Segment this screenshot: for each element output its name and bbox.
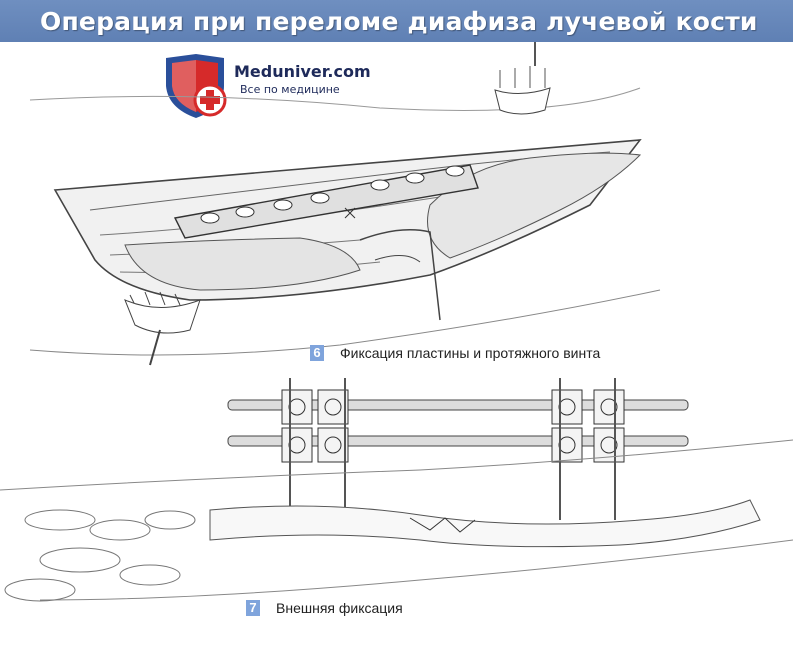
figure-7-caption: 7 Внешняя фиксация	[246, 600, 403, 616]
logo-tagline: Все по медицине	[240, 83, 340, 96]
medical-cross-shield-icon	[166, 54, 227, 118]
figure-6-caption: 6 Фиксация пластины и протяжного винта	[310, 345, 600, 361]
figure-7-drawing	[0, 378, 793, 602]
figure-6-caption-text: Фиксация пластины и протяжного винта	[340, 345, 601, 361]
title-bar: Операция при переломе диафиза лучевой ко…	[0, 0, 793, 42]
surgical-illustration	[0, 42, 793, 602]
figure-7-caption-text: Внешняя фиксация	[276, 600, 403, 616]
logo-name: Meduniver.com	[234, 62, 371, 81]
figure-6-drawing	[29, 42, 661, 366]
site-logo[interactable]: Meduniver.com Все по медицине	[162, 52, 382, 122]
page-title: Операция при переломе диафиза лучевой ко…	[40, 6, 758, 36]
figure-7-number: 7	[246, 600, 260, 616]
figure-6-number: 6	[310, 345, 324, 361]
